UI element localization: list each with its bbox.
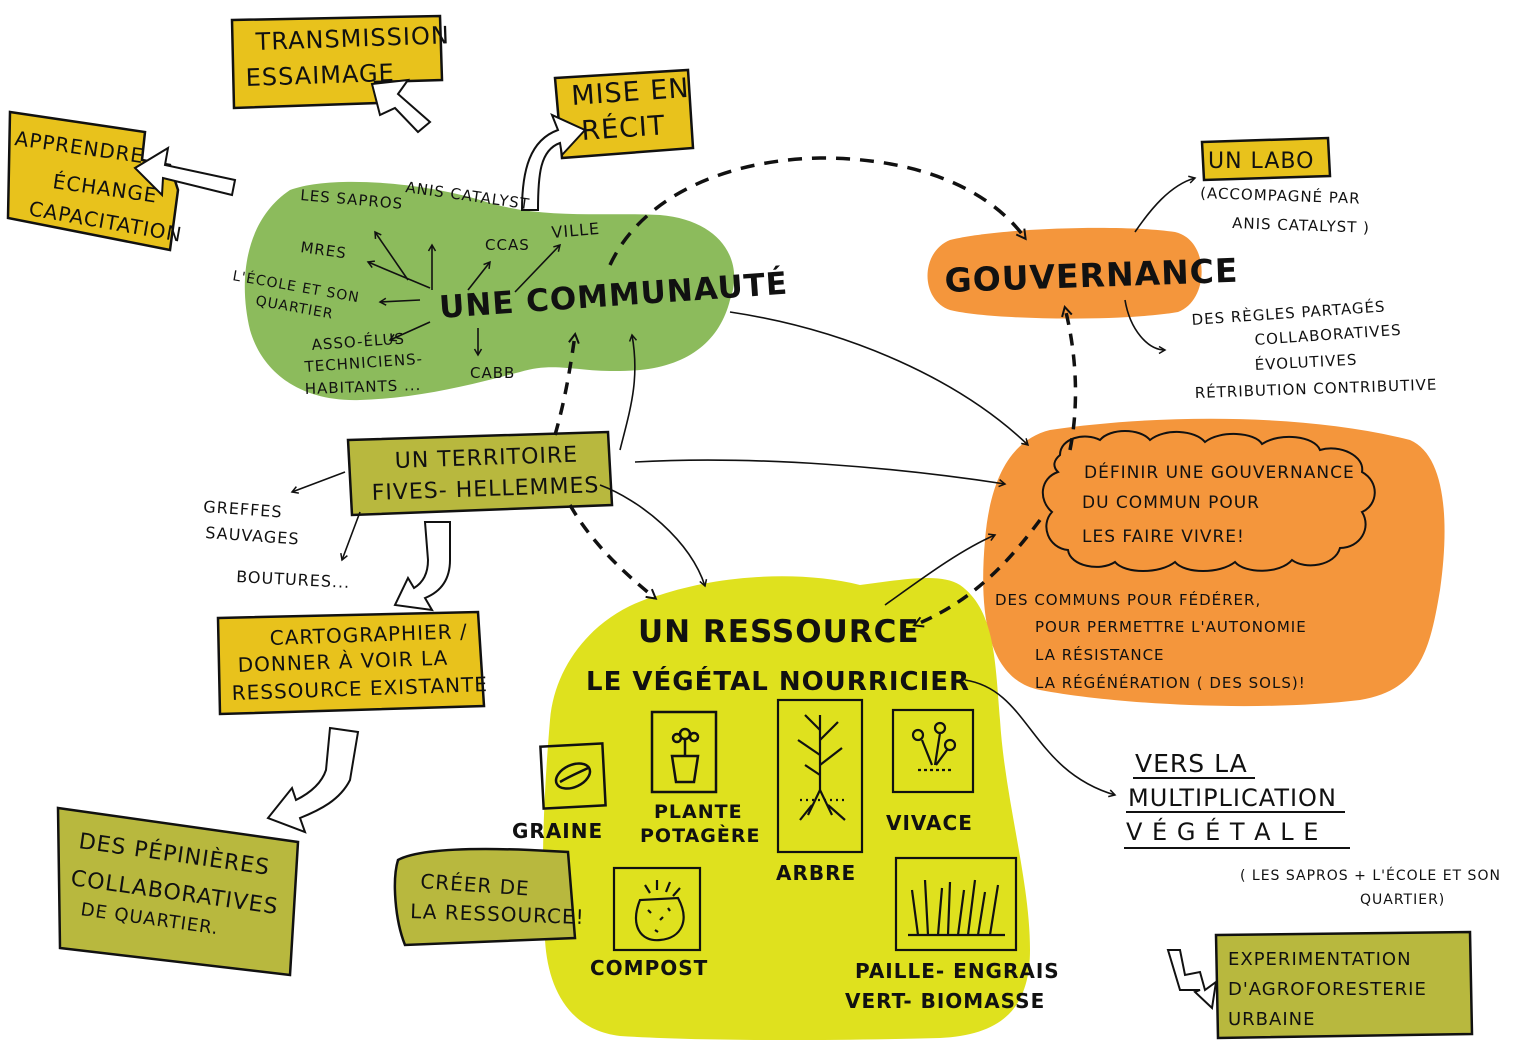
territoire-box (346, 430, 614, 517)
vivace-icon (891, 708, 975, 794)
definir-line1: DÉFINIR UNE GOUVERNANCE (1084, 461, 1355, 483)
vers-underlines (1124, 777, 1350, 849)
hollow-arrow-experimentation (1166, 949, 1218, 1011)
hollow-arrow-carto (393, 521, 451, 612)
cartographier-box (216, 610, 486, 716)
label-plante-line1: PLANTE (654, 801, 743, 823)
hollow-arrow-recit (520, 113, 587, 211)
gouvernance-blob (927, 227, 1202, 319)
label-vivace: VIVACE (886, 811, 973, 835)
definir-line3: LES FAIRE VIVRE! (1082, 527, 1245, 547)
vers-line3: V É G É T A L E (1126, 817, 1319, 846)
transmission-box (230, 14, 444, 110)
transmission-line1: TRANSMISSION (254, 21, 450, 56)
dashed-arrow-territoire-ressource (568, 504, 655, 598)
ressource-title: UN RESSOURCE (638, 614, 920, 650)
connectors (290, 175, 1197, 798)
hollow-arrow-transmission (370, 78, 432, 134)
dashed-arrow-communaute-gouvernance (608, 156, 1025, 266)
dashed-arrow-territoire-communaute (553, 335, 575, 436)
labo-title: UN LABO (1208, 149, 1314, 174)
labo-line2: ANIS CATALYST ) (1232, 214, 1370, 237)
communs-line4: LA RÉGÉNÉRATION ( DES SOLS)! (1035, 673, 1306, 692)
communaute-blob (244, 181, 735, 401)
member-ville: VILLE (551, 219, 601, 242)
labo-line1: (ACCOMPAGNÉ PAR (1200, 183, 1361, 208)
communs-line2: POUR PERMETTRE L'AUTONOMIE (1035, 618, 1307, 636)
experimentation-line2: D'AGROFORESTERIE (1228, 979, 1427, 1000)
definir-line2: DU COMMUN POUR (1082, 493, 1260, 513)
label-graine: GRAINE (512, 819, 603, 843)
dashed-arrow-definir-gouvernance (1065, 308, 1078, 451)
ressource-blob (542, 576, 1030, 1041)
regles-line2: COLLABORATIVES (1254, 321, 1402, 349)
compost-icon (612, 866, 702, 952)
plante-potagere-icon (650, 710, 718, 794)
experimentation-box (1214, 930, 1474, 1040)
paille-icon (894, 856, 1018, 952)
label-plante-line2: POTAGÈRE (640, 824, 760, 847)
regles-line4: RÉTRIBUTION CONTRIBUTIVE (1194, 375, 1437, 402)
hollow-arrow-apprendre (133, 146, 237, 198)
sapros-note-line2: QUARTIER) (1360, 892, 1445, 908)
pepinieres-box (56, 806, 300, 977)
label-compost: COMPOST (590, 956, 708, 980)
communs-line1: DES COMMUNS POUR FÉDÉRER, (995, 590, 1261, 609)
sapros-note-line1: ( LES SAPROS + L'ÉCOLE ET SON (1240, 867, 1501, 884)
graine-icon (539, 742, 607, 810)
regles-line3: ÉVOLUTIVES (1254, 350, 1358, 374)
labo-box (1200, 136, 1332, 182)
arbre-icon (776, 698, 864, 854)
member-cabb: CABB (470, 364, 515, 382)
member-asso-line3: HABITANTS ... (305, 376, 422, 398)
member-ccas: CCAS (485, 236, 530, 254)
definir-blob (983, 418, 1445, 707)
label-paille-line1: PAILLE- ENGRAIS (855, 959, 1060, 983)
hollow-arrow-pepinieres (266, 726, 360, 834)
recit-line2: RÉCIT (580, 109, 666, 147)
experimentation-line3: URBAINE (1228, 1009, 1316, 1030)
boutures: BOUTURES... (236, 567, 351, 592)
experimentation-line1: EXPERIMENTATION (1228, 949, 1412, 970)
label-paille-line2: VERT- BIOMASSE (845, 989, 1045, 1013)
vers-line2: MULTIPLICATION (1128, 784, 1337, 812)
definir-cloud (1042, 430, 1376, 572)
communs-line3: LA RÉSISTANCE (1035, 645, 1165, 664)
transmission-line2: ESSAIMAGE (245, 59, 395, 92)
vers-line1: VERS LA (1135, 749, 1248, 778)
greffes-line2: SAUVAGES (205, 523, 300, 549)
creer-box (393, 847, 577, 947)
ressource-subtitle: LE VÉGÉTAL NOURRICIER (586, 665, 970, 697)
greffes-line1: GREFFES (203, 497, 283, 521)
label-arbre: ARBRE (776, 861, 856, 885)
